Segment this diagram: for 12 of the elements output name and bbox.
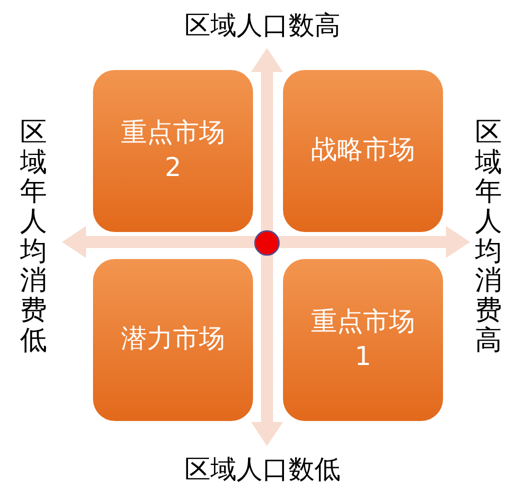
axis-label: 区域年人均消费低 [20,118,47,356]
quadrant-box [93,70,253,232]
quadrant-label: 战略市场 [311,134,415,168]
quadrant-label: 重点市场 2 [120,116,226,185]
axis-label: 区域人口数高 [184,10,340,43]
quadrant-label: 重点市场 1 [310,306,416,374]
quadrant-box [93,259,253,421]
axis-label: 区域人口数低 [184,454,340,487]
quadrant-box [283,70,443,232]
axis-label: 区域年人均消费高 [475,118,502,356]
quadrant-label: 潜力市场 [121,323,225,356]
quadrant-box [283,259,443,421]
